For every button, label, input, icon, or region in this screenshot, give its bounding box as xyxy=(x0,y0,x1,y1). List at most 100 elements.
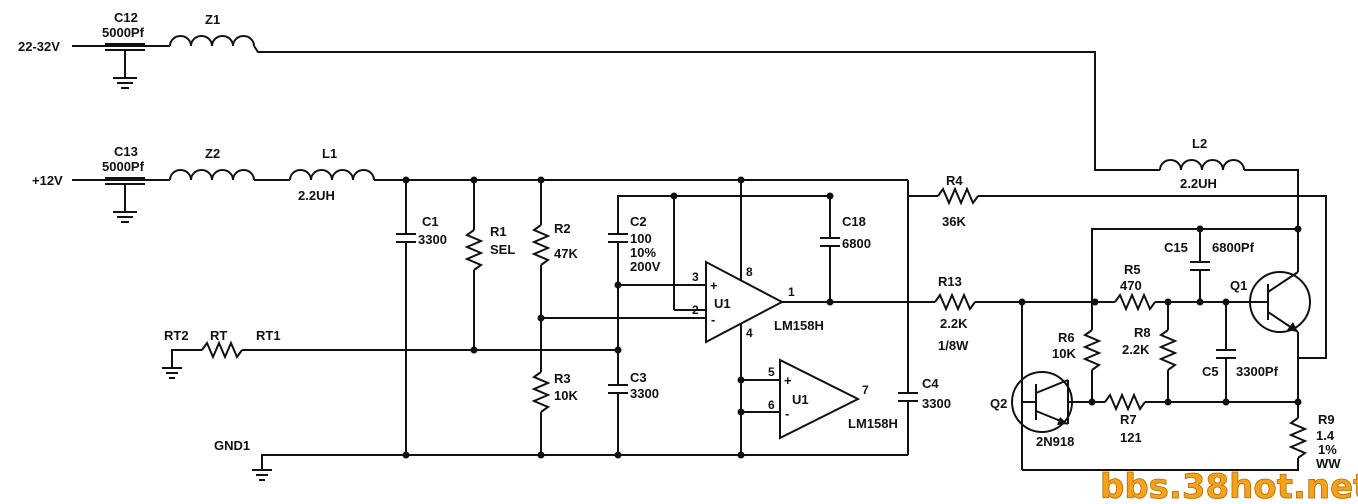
label-pin1: 1 xyxy=(788,285,795,299)
resistor-r4 xyxy=(908,186,1327,359)
capacitor-c1 xyxy=(396,180,416,455)
transistor-q1 xyxy=(1249,271,1311,402)
label-l2-value: 2.2UH xyxy=(1180,176,1217,191)
label-r9-value-3: WW xyxy=(1316,456,1341,471)
label-rt2: RT2 xyxy=(164,328,189,343)
label-c18-value: 6800 xyxy=(842,236,871,251)
label-c1-value: 3300 xyxy=(418,232,447,247)
label-l2-name: L2 xyxy=(1192,136,1207,151)
label-r13-value-1: 2.2K xyxy=(940,316,968,331)
label-r13-name: R13 xyxy=(938,274,962,289)
capacitor-c15 xyxy=(1091,228,1298,330)
label-r8-value: 2.2K xyxy=(1122,342,1150,357)
resistor-r8 xyxy=(1158,302,1178,402)
label-r13-value-2: 1/8W xyxy=(938,338,969,353)
label-r2-name: R2 xyxy=(554,221,571,236)
resistor-r2 xyxy=(531,180,551,372)
label-r4-name: R4 xyxy=(946,173,963,188)
label-u1b-plus: + xyxy=(784,373,792,388)
label-u1b: U1 xyxy=(792,392,809,407)
inductor-l2 xyxy=(1159,159,1299,272)
label-r3-value: 10K xyxy=(554,388,578,403)
label-gnd1: GND1 xyxy=(214,438,250,453)
label-c18-name: C18 xyxy=(842,214,866,229)
label-c2-value-1: 100 xyxy=(630,231,652,246)
label-c2-value-3: 200V xyxy=(630,259,661,274)
resistor-r1 xyxy=(464,180,484,350)
label-r8-name: R8 xyxy=(1134,325,1151,340)
label-rt: RT xyxy=(210,328,227,343)
label-r5-name: R5 xyxy=(1124,262,1141,277)
supply-12v xyxy=(72,169,908,223)
labels: 22-32V +12V C12 5000Pf Z1 C13 5000Pf Z2 … xyxy=(18,10,1341,471)
capacitor-c5 xyxy=(1216,302,1236,402)
label-pin6: 6 xyxy=(768,398,775,412)
label-r9-value-1: 1.4 xyxy=(1316,428,1335,443)
capacitor-c18 xyxy=(674,195,840,302)
resistor-r6 xyxy=(1082,329,1102,402)
label-c2-name: C2 xyxy=(630,214,647,229)
junction-dots xyxy=(402,176,1302,459)
label-r1-value: SEL xyxy=(490,242,515,257)
label-c5-name: C5 xyxy=(1202,364,1219,379)
watermark: bbs.38hot.net xyxy=(1100,467,1358,504)
label-r4-value: 36K xyxy=(942,214,966,229)
label-u1b-minus: - xyxy=(785,406,789,421)
label-u1a-minus: - xyxy=(711,312,715,327)
label-c15-name: C15 xyxy=(1164,240,1188,255)
label-q2-value: 2N918 xyxy=(1036,434,1074,449)
label-pin7: 7 xyxy=(862,383,869,397)
label-c12-value: 5000Pf xyxy=(102,25,145,40)
label-r1-name: R1 xyxy=(490,224,507,239)
label-l1-name: L1 xyxy=(322,146,337,161)
label-q2: Q2 xyxy=(990,396,1007,411)
label-pin3: 3 xyxy=(692,270,699,284)
label-c3-name: C3 xyxy=(630,370,647,385)
opamp-u1b xyxy=(741,358,861,440)
label-c13-name: C13 xyxy=(114,144,138,159)
label-rt1: RT1 xyxy=(256,328,281,343)
label-r9-name: R9 xyxy=(1318,412,1335,427)
label-c2-value-2: 10% xyxy=(630,245,656,260)
capacitor-c3 xyxy=(608,384,628,455)
label-c15-value: 6800Pf xyxy=(1212,240,1255,255)
label-c12-name: C12 xyxy=(114,10,138,25)
thermistor-rt xyxy=(162,340,618,379)
label-u1a-model: LM158H xyxy=(774,318,824,333)
label-c3-value: 3300 xyxy=(630,386,659,401)
resistor-r13 xyxy=(934,292,1095,312)
label-u1a: U1 xyxy=(714,296,731,311)
capacitor-c4 xyxy=(898,180,918,455)
capacitor-c2 xyxy=(608,195,674,385)
label-r9-value-2: 1% xyxy=(1318,442,1337,457)
label-pin4: 4 xyxy=(746,326,753,340)
label-r7-name: R7 xyxy=(1120,412,1137,427)
opamp-u1a xyxy=(541,180,935,455)
label-12v: +12V xyxy=(32,173,63,188)
label-q1: Q1 xyxy=(1230,278,1247,293)
label-l1-value: 2.2UH xyxy=(298,188,335,203)
label-r2-value: 47K xyxy=(554,246,578,261)
label-c13-value: 5000Pf xyxy=(102,159,145,174)
label-pin8: 8 xyxy=(746,265,753,279)
resistor-r3 xyxy=(531,371,551,455)
label-22-32v: 22-32V xyxy=(18,39,60,54)
label-z2: Z2 xyxy=(205,146,220,161)
label-r6-name: R6 xyxy=(1058,330,1075,345)
ground-rail xyxy=(252,454,908,481)
label-r7-value: 121 xyxy=(1120,430,1142,445)
label-r3-name: R3 xyxy=(554,371,571,386)
transistor-q2 xyxy=(1011,302,1073,470)
label-u1a-plus: + xyxy=(710,278,718,293)
label-pin2: 2 xyxy=(692,303,699,317)
label-pin5: 5 xyxy=(768,365,775,379)
label-u1b-model: LM158H xyxy=(848,416,898,431)
label-z1: Z1 xyxy=(205,12,220,27)
label-r6-value: 10K xyxy=(1052,346,1076,361)
supply-22-32v xyxy=(72,35,1160,171)
resistor-r7 xyxy=(1068,392,1298,412)
label-r5-value: 470 xyxy=(1120,278,1142,293)
label-c1-name: C1 xyxy=(422,214,439,229)
label-c4-name: C4 xyxy=(922,376,939,391)
